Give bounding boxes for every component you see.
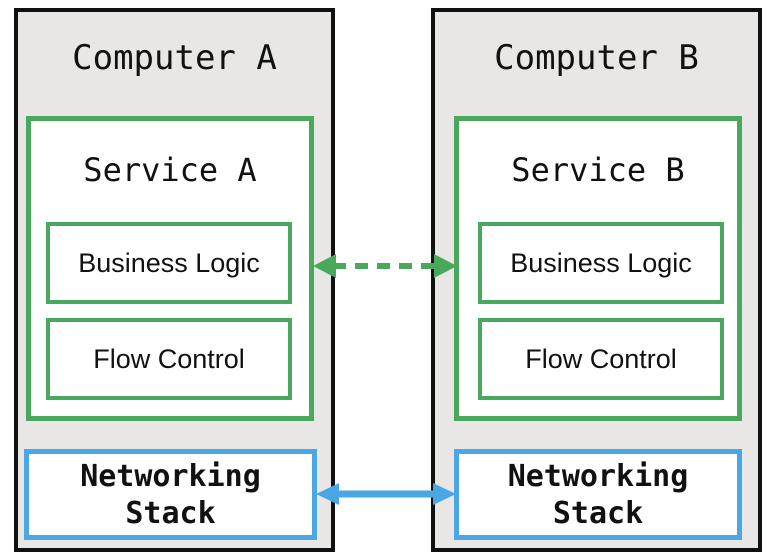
module-business-logic-a: Business Logic — [46, 222, 292, 304]
networking-stack-a-box: Networking Stack — [24, 449, 317, 540]
module-flow-control-b: Flow Control — [478, 318, 724, 400]
computer-a-box: Computer A Service A Business Logic Flow… — [14, 8, 335, 552]
module-flow-control-a-label: Flow Control — [93, 343, 245, 374]
networking-stack-solid-arrow-icon — [316, 483, 456, 505]
networking-stack-b-box: Networking Stack — [454, 449, 742, 540]
computer-a-title: Computer A — [72, 38, 277, 78]
service-b-title: Service B — [511, 151, 685, 189]
service-a-title: Service A — [83, 151, 257, 189]
module-business-logic-b-label: Business Logic — [510, 247, 692, 278]
service-a-box: Service A Business Logic Flow Control — [26, 116, 314, 421]
networking-stack-a-label-line1: Networking — [80, 458, 261, 494]
networking-stack-b-label-line1: Networking — [507, 458, 689, 494]
module-flow-control-a: Flow Control — [46, 318, 292, 400]
networking-stack-a-label-line2: Stack — [125, 495, 216, 531]
module-business-logic-b: Business Logic — [478, 222, 724, 304]
networking-stack-b-label-line2: Stack — [552, 495, 644, 531]
computer-b-title: Computer B — [494, 38, 699, 78]
computer-b-box: Computer B Service B Business Logic Flow… — [431, 8, 762, 552]
module-flow-control-b-label: Flow Control — [525, 343, 677, 374]
business-logic-dashed-arrow-icon — [313, 254, 457, 278]
service-b-box: Service B Business Logic Flow Control — [454, 116, 742, 421]
module-business-logic-a-label: Business Logic — [78, 247, 260, 278]
